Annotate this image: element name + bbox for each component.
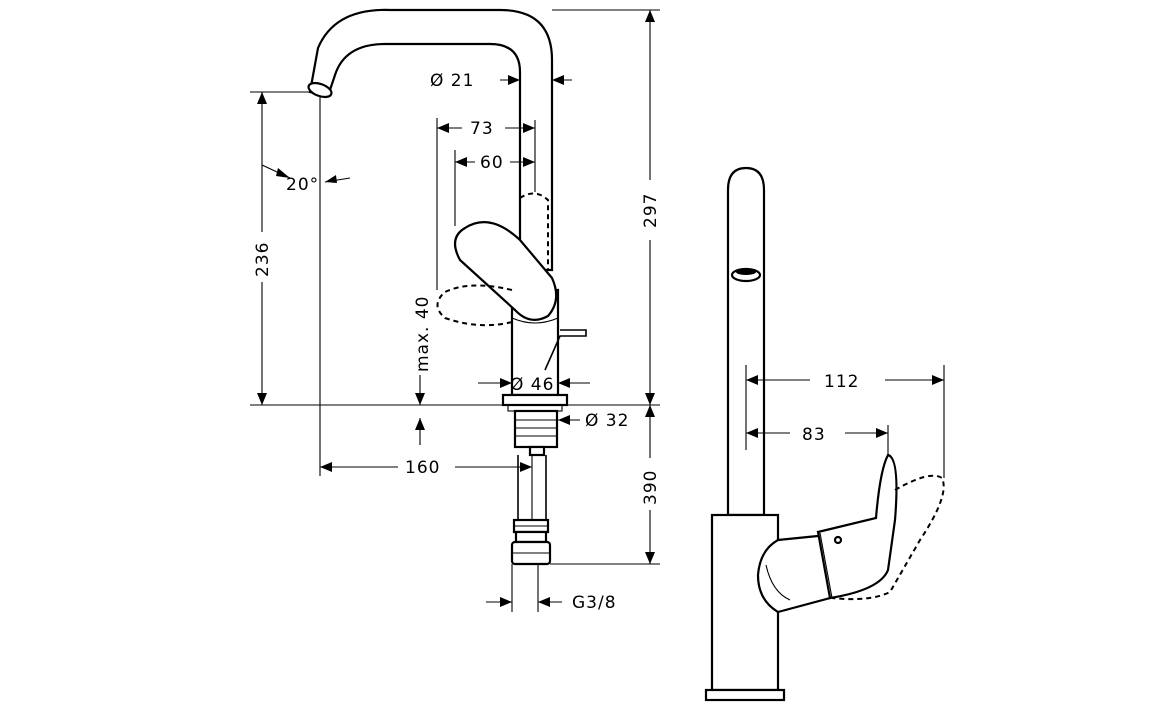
side-outlet-opening: [736, 269, 756, 275]
spout-diameter-label: Ø 21: [430, 71, 474, 91]
spout-outlet: [307, 81, 333, 99]
max-thickness-label: max. 40: [413, 296, 433, 372]
lever-dashed-down: [436, 284, 513, 327]
popup-rod: [544, 329, 587, 371]
side-view: [704, 166, 945, 702]
total-height-label: 297: [641, 193, 661, 228]
side-base: [704, 688, 786, 702]
side-lever-handle: [816, 453, 898, 600]
threaded-shank: [513, 409, 559, 449]
body-diameter-label: Ø 46: [510, 375, 554, 395]
side-cartridge: [756, 533, 832, 614]
side-lever-dashed: [831, 474, 945, 601]
side-dimensions: 112 83: [746, 372, 944, 445]
lever-handle: [453, 221, 558, 321]
below-deck-label: 390: [641, 470, 661, 505]
spout-height-label: 236: [253, 242, 273, 277]
side-83-label: 83: [802, 425, 826, 445]
spout-body: [308, 8, 554, 272]
lever-dashed-up: [519, 192, 549, 270]
base-plate: [501, 393, 569, 407]
body-ring: [511, 317, 559, 324]
connection-label: G3/8: [572, 593, 617, 613]
front-dimensions: 20° Ø 21 73 60 297 236: [253, 10, 661, 613]
hose-fitting: [514, 530, 548, 544]
reach-73-label: 73: [470, 119, 494, 139]
shank-diameter-label: Ø 32: [585, 411, 629, 431]
shank-nut: [528, 445, 546, 457]
projection-160-label: 160: [405, 458, 440, 478]
angle-label: 20°: [286, 175, 319, 195]
side-112-label: 112: [824, 372, 859, 392]
front-view: [250, 8, 660, 612]
side-spout-tube: [726, 166, 766, 517]
reach-60-label: 60: [480, 153, 504, 173]
side-lever-screw: [833, 535, 843, 545]
